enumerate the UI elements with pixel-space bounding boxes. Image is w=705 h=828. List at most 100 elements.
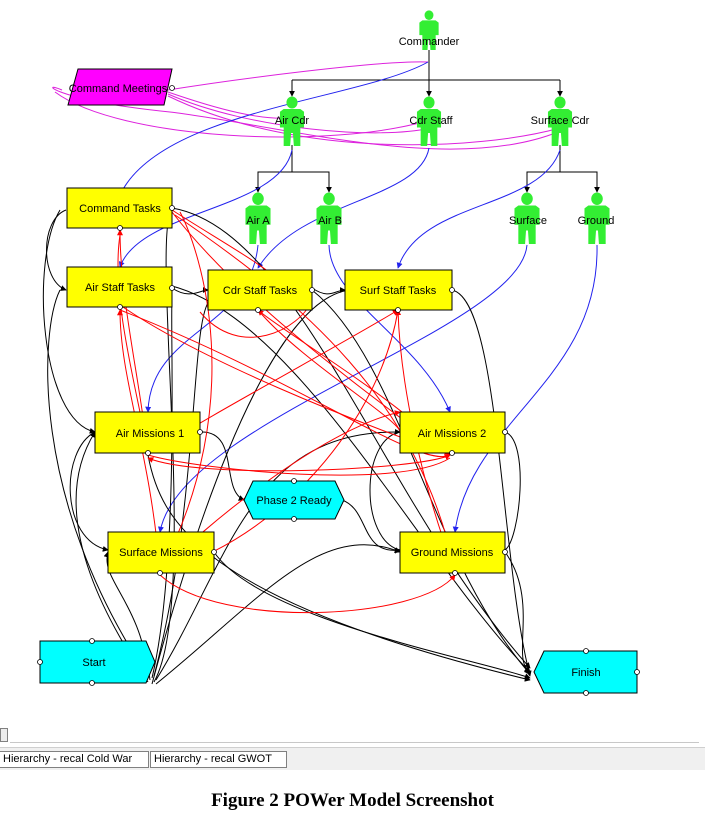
person-air-cdr[interactable]: Air Cdr (275, 96, 310, 146)
scrollbar-thumb[interactable] (0, 728, 8, 742)
port (169, 285, 175, 291)
person-label: Surface Cdr (531, 115, 590, 127)
port (309, 287, 315, 293)
meeting-command-meetings[interactable]: Command Meetings (67, 68, 175, 106)
tasks-layer: Command Tasks Air Staff Tasks Cdr Staff … (66, 187, 508, 576)
port (89, 638, 95, 644)
milestone-start[interactable]: Start (37, 638, 156, 686)
port (169, 85, 175, 91)
hierarchy-link (560, 171, 600, 193)
person-label: Air A (246, 215, 270, 227)
meeting-label: Command Meetings (69, 83, 168, 95)
meeting-link (167, 61, 429, 91)
assignment-link (257, 147, 430, 269)
tab-hierarchy-cold-war[interactable]: Hierarchy - recal Cold War (0, 751, 149, 768)
milestone-label: Phase 2 Ready (256, 495, 332, 507)
person-surface-cdr[interactable]: Surface Cdr (531, 96, 590, 146)
port (211, 549, 217, 555)
task-label: Air Staff Tasks (85, 282, 155, 294)
precedence-link (213, 551, 531, 680)
meeting-shape (67, 68, 173, 106)
port (502, 429, 508, 435)
person-commander[interactable]: Commander (399, 10, 460, 50)
port (583, 690, 589, 696)
task-label: Air Missions 1 (116, 428, 184, 440)
hierarchy-link (524, 145, 561, 193)
precedence-link (42, 209, 96, 434)
task-label: Surf Staff Tasks (360, 285, 437, 297)
task-label: Command Tasks (79, 203, 161, 215)
task-label: Ground Missions (411, 547, 494, 559)
person-air-b[interactable]: Air B (316, 192, 342, 244)
person-air-a[interactable]: Air A (245, 192, 271, 244)
port (634, 669, 640, 675)
task-surf-staff-tasks[interactable]: Surf Staff Tasks (344, 269, 455, 313)
port (255, 307, 261, 313)
task-air-missions-1[interactable]: Air Missions 1 (94, 411, 203, 456)
assignment-link (396, 149, 561, 269)
task-command-tasks[interactable]: Command Tasks (66, 187, 175, 231)
precedence-link (369, 431, 401, 551)
people-layer: Commander Air Cdr Cdr Staff Surface Cdr … (245, 10, 614, 244)
precedence-link (147, 454, 531, 682)
dependency-link (174, 214, 457, 573)
port (291, 478, 297, 484)
scrollbar-track (10, 742, 699, 743)
meeting-link (52, 86, 559, 150)
port (395, 307, 401, 313)
task-box (399, 411, 506, 454)
power-model-diagram: Commander Air Cdr Cdr Staff Surface Cdr … (37, 10, 640, 696)
assignment-link (452, 244, 598, 533)
meeting-link (167, 95, 561, 146)
person-label: Surface (509, 215, 547, 227)
precedence-link (451, 289, 532, 677)
precedence-link (69, 431, 109, 552)
milestone-shape (243, 480, 345, 520)
person-label: Cdr Staff (409, 115, 453, 127)
port (449, 287, 455, 293)
precedence-link (341, 499, 401, 554)
task-ground-missions[interactable]: Ground Missions (399, 531, 508, 576)
port (89, 680, 95, 686)
precedence-link (504, 551, 531, 673)
dependency-link (159, 211, 213, 573)
dependency-link (119, 309, 451, 461)
task-air-missions-2[interactable]: Air Missions 2 (399, 411, 508, 456)
person-cdr-staff[interactable]: Cdr Staff (409, 96, 454, 146)
task-label: Air Missions 2 (418, 428, 486, 440)
port (449, 450, 455, 456)
person-label: Air B (318, 215, 342, 227)
horizontal-scrollbar[interactable] (0, 726, 705, 744)
milestone-finish[interactable]: Finish (533, 648, 640, 696)
tab-hierarchy-gwot[interactable]: Hierarchy - recal GWOT (150, 751, 287, 768)
precedence-link (155, 544, 401, 685)
precedence-link (199, 431, 245, 501)
person-label: Commander (399, 36, 460, 48)
precedence-link (151, 289, 351, 685)
task-air-staff-tasks[interactable]: Air Staff Tasks (66, 266, 175, 310)
task-surface-missions[interactable]: Surface Missions (107, 531, 217, 576)
port (291, 516, 297, 522)
milestone-phase-2-ready[interactable]: Phase 2 Ready (243, 478, 345, 522)
precedence-link (504, 431, 521, 551)
dependency-link (257, 309, 401, 433)
assignment-link (119, 61, 429, 196)
meeting-link (167, 93, 431, 134)
precedence-link (311, 289, 531, 675)
meeting-link (167, 91, 291, 119)
task-cdr-staff-tasks[interactable]: Cdr Staff Tasks (207, 269, 315, 313)
precedence-link (151, 299, 173, 679)
hierarchy-link (292, 171, 332, 193)
task-label: Cdr Staff Tasks (223, 285, 298, 297)
figure-caption: Figure 2 POWer Model Screenshot (211, 790, 494, 811)
hierarchy-links (255, 50, 600, 193)
port (197, 429, 203, 435)
person-ground[interactable]: Ground (578, 192, 615, 244)
precedence-link (47, 289, 149, 677)
dependency-link (159, 574, 456, 614)
port (452, 570, 458, 576)
dependency-link (147, 454, 451, 472)
port (145, 450, 151, 456)
person-surface[interactable]: Surface (509, 192, 547, 244)
meeting-link (54, 91, 431, 138)
